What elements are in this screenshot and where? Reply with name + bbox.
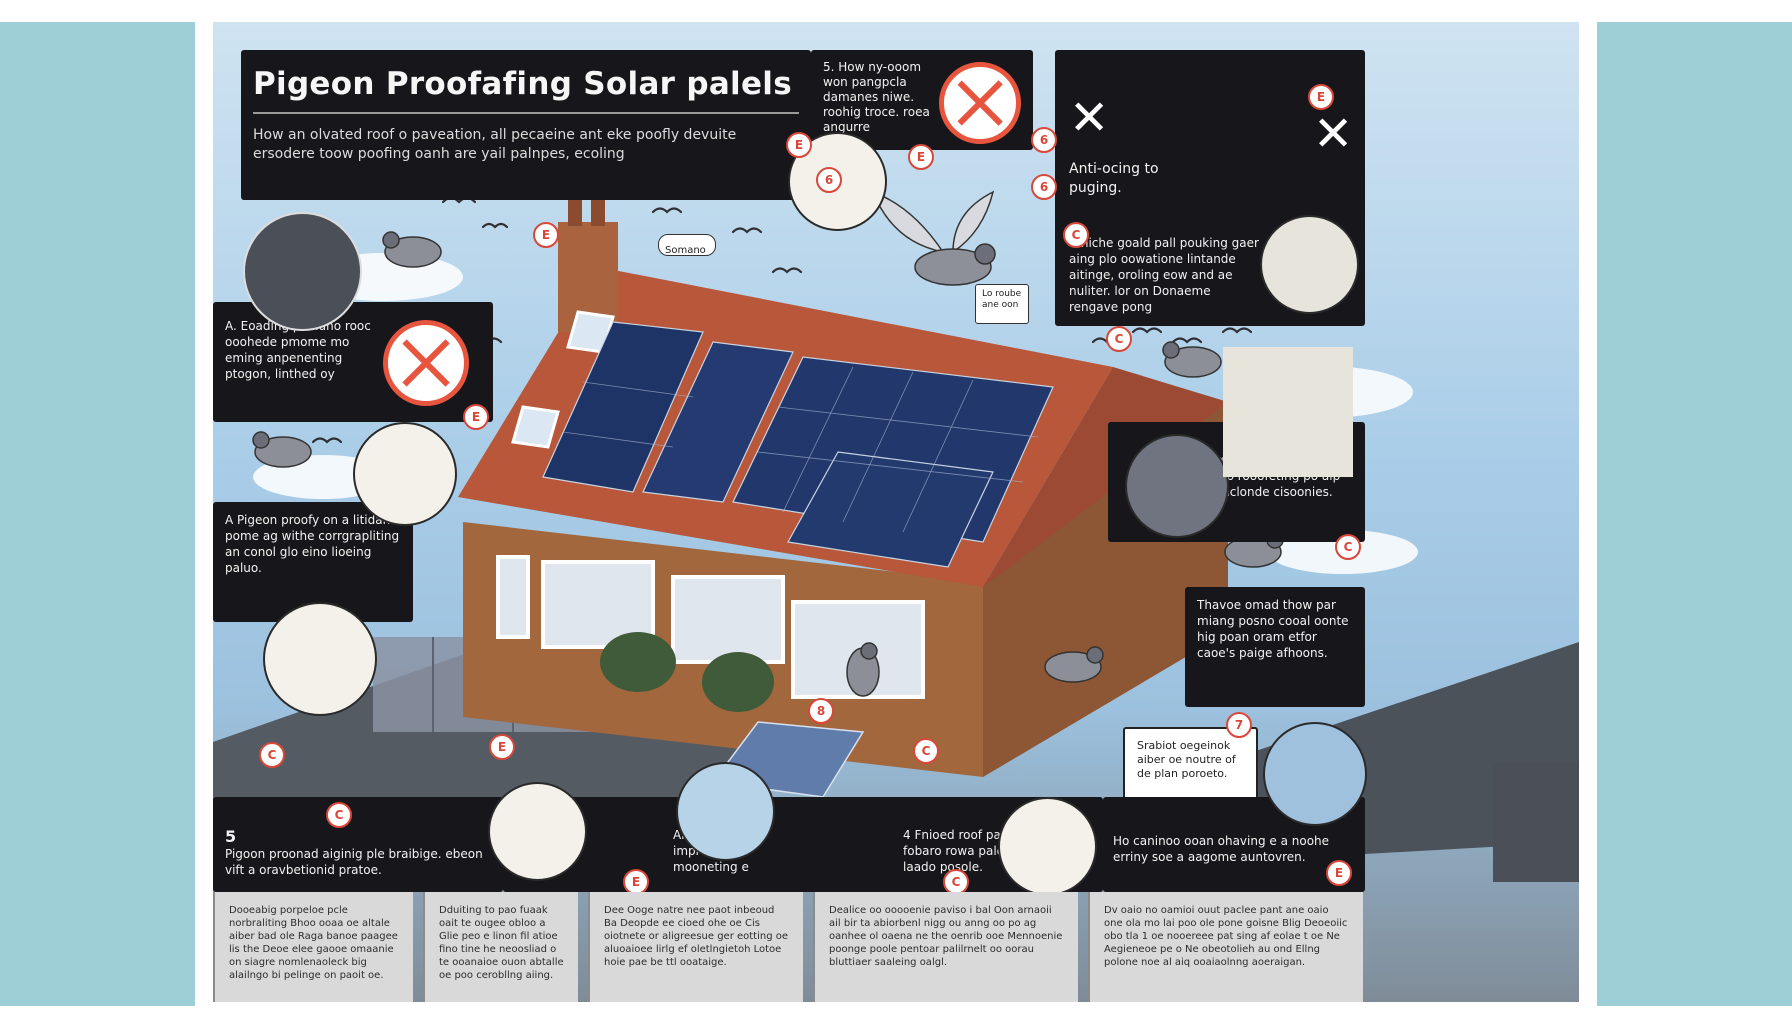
perched-pigeon <box>1162 341 1222 378</box>
tip-text: Thavoe omad thow par miang posno cooal o… <box>1197 598 1349 660</box>
tip-text: Pigoon proonad aiginig ple braibige. ebe… <box>225 847 483 877</box>
cross-icon: ✕ <box>1313 106 1354 162</box>
clips-detail-circle <box>263 602 377 716</box>
solar-panel <box>642 341 794 503</box>
bottom-note: Dooeabig porpeloe pcle norbraliting Bhoo… <box>213 892 413 1002</box>
tip-panel-bottom-left: 5 Pigoon proonad aiginig ple braibige. e… <box>213 797 503 892</box>
tip-text: A Pigeon proofy on a litidan pome ag wit… <box>225 513 400 575</box>
roof-tile-detail-circle <box>1223 347 1353 477</box>
bottom-note: Dduiting to pao fuaak oait te ougee oblo… <box>423 892 578 1002</box>
tip-text: A. Eoading paoluno rooc ooohede pmome mo… <box>225 319 371 381</box>
skyline <box>1493 762 1579 882</box>
tip-text: 5. How ny-ooom won pangpcla damanes niwe… <box>823 60 930 134</box>
step-badge: E <box>908 144 934 170</box>
cross-icon: ✕ <box>1069 90 1110 146</box>
bottom-note: Dee Ooge natre nee paot inbeoud Ba Deopd… <box>588 892 803 1002</box>
chimney-pot <box>591 192 605 226</box>
step-badge: 8 <box>808 698 834 724</box>
title-panel: Pigeon Proofafing Solar palels How an ol… <box>241 50 811 200</box>
page-title: Pigeon Proofafing Solar palels <box>253 66 799 114</box>
step-badge: C <box>1106 326 1132 352</box>
tag-text: Somano <box>665 245 706 256</box>
tip-panel-left-b: A Pigeon proofy on a litidan pome ag wit… <box>213 502 413 622</box>
step-badge: 6 <box>816 167 842 193</box>
perched-pigeon <box>1044 646 1104 683</box>
no-entry-icon <box>939 62 1021 144</box>
step-badge: E <box>463 404 489 430</box>
perched-pigeon <box>846 642 880 697</box>
step-badge: C <box>259 742 285 768</box>
flying-pigeon <box>871 190 996 286</box>
perched-pigeon <box>252 431 312 468</box>
step-badge: 7 <box>1226 712 1252 738</box>
hedge <box>702 652 774 712</box>
chimney-pot <box>568 200 582 226</box>
pigeon-detail-circle <box>353 422 457 526</box>
tag-text: Lo roube ane oon <box>982 289 1022 310</box>
step-badge: C <box>913 738 939 764</box>
pigeon-detail-circle <box>488 782 587 881</box>
sign-tag: Lo roube ane oon <box>975 284 1029 324</box>
step-number: 5 <box>225 827 237 846</box>
tip-heading: Anti-ocing to puging. <box>1069 161 1159 196</box>
panel-gap-detail-circle <box>1263 722 1367 826</box>
mesh-detail-circle <box>243 212 362 331</box>
skylight <box>511 405 560 449</box>
step-badge: E <box>1326 860 1352 886</box>
step-badge: C <box>326 802 352 828</box>
perched-pigeon <box>382 231 442 268</box>
window <box>496 555 530 639</box>
no-entry-icon <box>383 320 469 406</box>
bottom-note: Dealice oo ooooenie paviso i bal Oon arn… <box>813 892 1078 1002</box>
step-badge: 6 <box>1031 174 1057 200</box>
page-subtitle: How an olvated roof o paveation, all pec… <box>253 127 737 162</box>
mesh-detail-circle <box>1125 434 1229 538</box>
bottom-note: Dv oaio no oamioi ouut paclee pant ane o… <box>1088 892 1363 1002</box>
step-badge: 6 <box>1031 127 1057 153</box>
step-badge: C <box>1063 222 1089 248</box>
tip-text: Whiche goald pall pouking gaer aing plo … <box>1069 236 1259 314</box>
step-badge: C <box>1335 534 1361 560</box>
right-side-band <box>1597 22 1792 1006</box>
tip-panel-right-lower: Thavoe omad thow par miang posno cooal o… <box>1185 587 1365 707</box>
infographic-poster: Pigeon Proofafing Solar palels How an ol… <box>213 22 1579 1002</box>
solar-panel <box>542 321 704 493</box>
solar-panel <box>787 451 994 568</box>
note-text: Srabiot oegeinok aiber oe noutre of de p… <box>1137 739 1236 780</box>
bracket-detail-circle <box>676 762 775 861</box>
tip-text: Ho caninoo ooan ohaving e a noohe erriny… <box>1113 834 1330 864</box>
window <box>671 575 785 664</box>
spike-detail-circle <box>1260 215 1359 314</box>
note-box: Srabiot oegeinok aiber oe noutre of de p… <box>1123 727 1258 807</box>
hedge <box>600 632 676 692</box>
step-badge: E <box>533 222 559 248</box>
left-side-band <box>0 22 195 1006</box>
step-badge: E <box>623 869 649 895</box>
tip-panel-left-a: A. Eoading paoluno rooc ooohede pmome mo… <box>213 302 493 422</box>
step-badge: E <box>1308 84 1334 110</box>
step-badge: E <box>489 734 515 760</box>
pigeon-detail-circle <box>998 797 1097 896</box>
tip-panel-top-center: 5. How ny-ooom won pangpcla damanes niwe… <box>811 50 1033 150</box>
house-illustration <box>213 190 1579 882</box>
step-badge: E <box>786 132 812 158</box>
cloud-tag: Somano <box>658 234 716 256</box>
